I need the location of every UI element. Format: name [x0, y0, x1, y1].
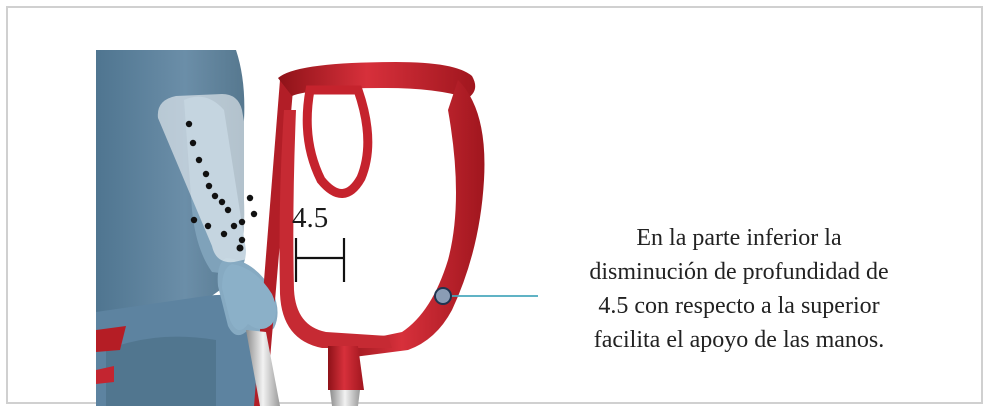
pressure-overlay [157, 94, 265, 263]
caption-line: 4.5 con respecto a la superior [598, 293, 880, 319]
callout-connector [434, 286, 544, 311]
caption-text: En la parte inferior la disminución de p… [544, 221, 934, 357]
caption-line: En la parte inferior la [636, 225, 842, 251]
dimension-bracket [294, 238, 346, 282]
caption-line: disminución de profundidad de [589, 259, 889, 285]
figure-frame: 4.5 En la parte inferior la disminución … [6, 6, 983, 406]
hand [222, 264, 276, 331]
measurement-label: 4.5 [292, 202, 329, 234]
caption-line: facilita el apoyo de las manos. [593, 327, 885, 353]
callout-marker [434, 287, 452, 305]
